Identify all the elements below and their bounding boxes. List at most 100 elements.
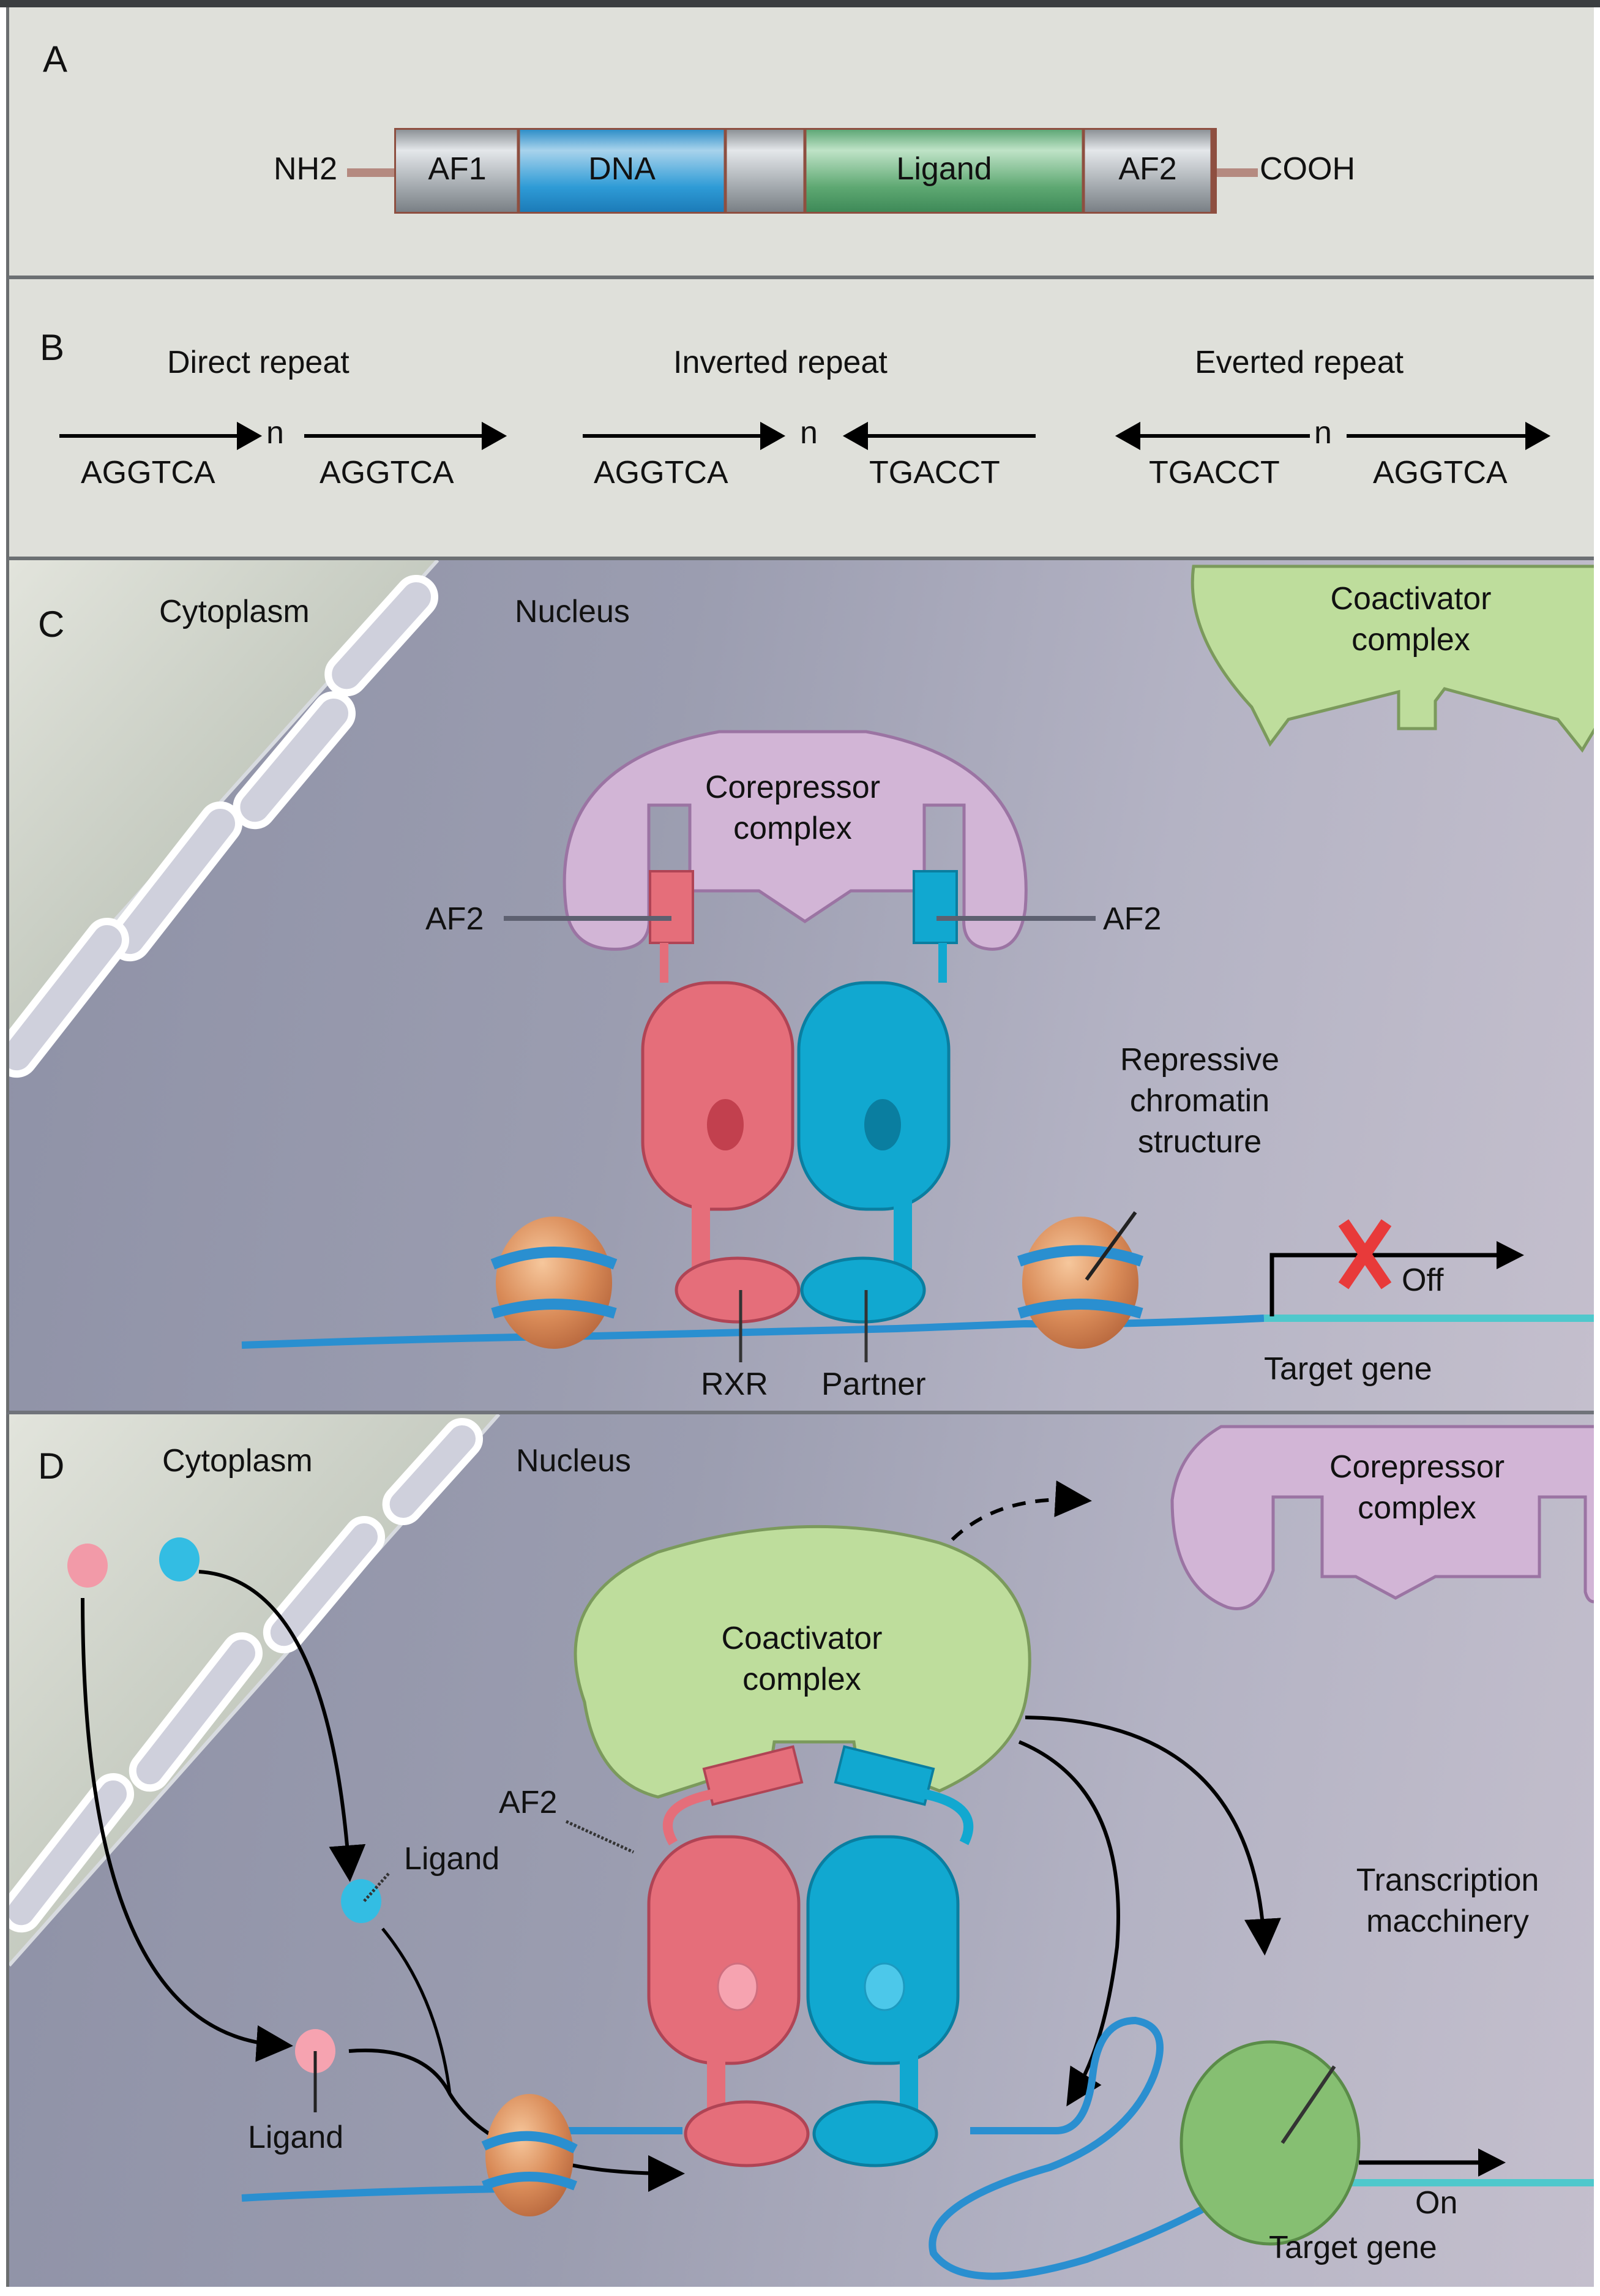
corepressor-label-line2: complex	[1358, 1490, 1476, 1526]
domain-label-af2: AF2	[1118, 151, 1177, 187]
panel-a-domain-structure: A NH2 COOH AF1 DNA Ligand AF2	[6, 7, 1594, 279]
chromatin-label-line1: Repressive	[1120, 1042, 1280, 1078]
rxr-dna-binding-domain	[684, 2100, 810, 2167]
cytoplasm-label: Cytoplasm	[162, 1443, 313, 1479]
inverted-repeat-title: Inverted repeat	[673, 345, 888, 380]
arrow-partner-merge	[381, 1927, 452, 2095]
panel-b-response-elements: B Direct repeat Inverted repeat Everted …	[6, 279, 1594, 560]
spacer-n: n	[266, 415, 284, 451]
coactivator-complex-shape	[1191, 565, 1594, 753]
partner-ligand-free	[159, 1537, 200, 1581]
rxr-af2-helix	[702, 1745, 804, 1806]
panel-letter-b: B	[40, 327, 65, 368]
coactivator-label-line2: complex	[742, 1662, 861, 1697]
partner-bound-ligand	[864, 1962, 905, 2011]
histone	[481, 2094, 578, 2216]
c-terminus-tail	[1209, 168, 1258, 177]
panel-letter-c: C	[38, 604, 65, 645]
target-gene-label: Target gene	[1264, 1351, 1432, 1387]
machinery-label-line2: macchinery	[1366, 1904, 1529, 1939]
arrow-partner-ligand-entry	[198, 1570, 366, 1882]
partner-label: Partner	[821, 1367, 926, 1402]
sequence-label: AGGTCA	[1373, 455, 1508, 490]
top-border	[0, 0, 1600, 7]
corepressor-label-line2: complex	[733, 811, 852, 846]
dna-strand	[241, 2185, 499, 2202]
transcription-arrow	[1269, 1253, 1503, 1316]
ligand-label-top: Ligand	[404, 1841, 500, 1877]
sequence-label: TGACCT	[869, 455, 1000, 490]
sequence-label: TGACCT	[1149, 455, 1280, 490]
c-terminus-label: COOH	[1260, 151, 1355, 187]
spacer-n: n	[800, 415, 818, 451]
n-terminus-label: NH2	[274, 151, 338, 187]
nucleus-label: Nucleus	[516, 1443, 631, 1479]
panel-letter-d: D	[38, 1446, 65, 1487]
machinery-label-line1: Transcription	[1356, 1863, 1539, 1898]
af2-leader-line	[565, 1820, 635, 1854]
off-x-icon	[1338, 1219, 1392, 1289]
sequence-label: AGGTCA	[320, 455, 454, 490]
rxr-bound-ligand	[717, 1962, 758, 2011]
partner-af2-helix	[913, 870, 958, 944]
n-terminus-tail	[347, 168, 402, 177]
partner-dna-binding-domain	[800, 1256, 926, 1324]
af2-label: AF2	[499, 1785, 558, 1820]
partner-ligand-nuclear	[341, 1879, 381, 1923]
receptor-bar	[347, 128, 1258, 214]
chromatin-label-line2: chromatin	[1129, 1083, 1270, 1119]
histone-left	[490, 1217, 618, 1349]
arrow-ligand-to-rxr	[348, 2048, 685, 2192]
panel-d-illustration	[9, 1414, 1594, 2280]
partner-ligand-binding-domain	[806, 1835, 960, 2065]
partner-ligand-pocket	[864, 1099, 901, 1150]
dna-loop	[554, 2016, 1295, 2280]
on-label: On	[1415, 2185, 1458, 2221]
sequence-label: AGGTCA	[81, 455, 215, 490]
rxr-dna-binding-domain	[675, 1256, 801, 1324]
panel-c-repressed-state: C Cytoplasm Nucleus Coactivator complex …	[6, 560, 1594, 1414]
domain-af2	[1083, 130, 1212, 212]
domain-dna	[518, 130, 725, 212]
panel-c-illustration	[9, 560, 1594, 1362]
sequence-label: AGGTCA	[594, 455, 728, 490]
partner-dna-binding-domain	[812, 2100, 938, 2167]
nuclear-envelope	[9, 560, 439, 1078]
rxr-ligand-binding-domain	[647, 1835, 801, 2065]
arrow-coactivator-to-machinery	[1025, 1716, 1281, 1956]
rxr-label: RXR	[701, 1367, 768, 1402]
domain-label-af1: AF1	[428, 151, 487, 187]
rxr-ligand-binding-domain	[641, 981, 794, 1211]
domain-af1	[396, 130, 518, 212]
nuclear-envelope	[9, 1414, 501, 1967]
coactivator-label-line2: complex	[1351, 622, 1470, 658]
partner-af2-helix	[834, 1745, 935, 1806]
rxr-ligand-pocket	[707, 1099, 744, 1150]
ligand-label-bottom: Ligand	[248, 2120, 344, 2155]
panel-d-activated-state: D Cytoplasm Nucleus Corepressor complex …	[6, 1414, 1594, 2287]
histone-right	[1017, 1217, 1143, 1349]
repeat-arrows	[59, 421, 1551, 451]
partner-ligand-binding-domain	[797, 981, 951, 1211]
transcription-arrow-head	[1497, 1241, 1524, 1269]
corepressor-label-line1: Corepressor	[705, 770, 881, 805]
cytoplasm-label: Cytoplasm	[159, 594, 310, 629]
panel-letter-a: A	[43, 39, 68, 80]
chromatin-leader-line	[1085, 1211, 1137, 1281]
coactivator-label-line1: Coactivator	[721, 1621, 883, 1656]
rxr-ligand-free	[67, 1544, 108, 1588]
coactivator-label-line1: Coactivator	[1330, 581, 1492, 617]
everted-repeat-title: Everted repeat	[1195, 345, 1404, 380]
transcription-arrow-head	[1478, 2148, 1506, 2177]
rxr-af2-helix	[649, 870, 694, 944]
nucleus-label: Nucleus	[515, 594, 630, 629]
chromatin-label-line3: structure	[1137, 1124, 1262, 1160]
corepressor-complex-shape	[563, 730, 1028, 951]
af2-label-left: AF2	[425, 901, 484, 937]
domain-label-dna: DNA	[588, 151, 656, 187]
spacer-n: n	[1314, 415, 1332, 451]
af2-label-right: AF2	[1103, 901, 1162, 937]
domain-label-ligand: Ligand	[896, 151, 992, 187]
direct-repeat-title: Direct repeat	[167, 345, 350, 380]
dna-strand	[241, 1315, 1265, 1349]
